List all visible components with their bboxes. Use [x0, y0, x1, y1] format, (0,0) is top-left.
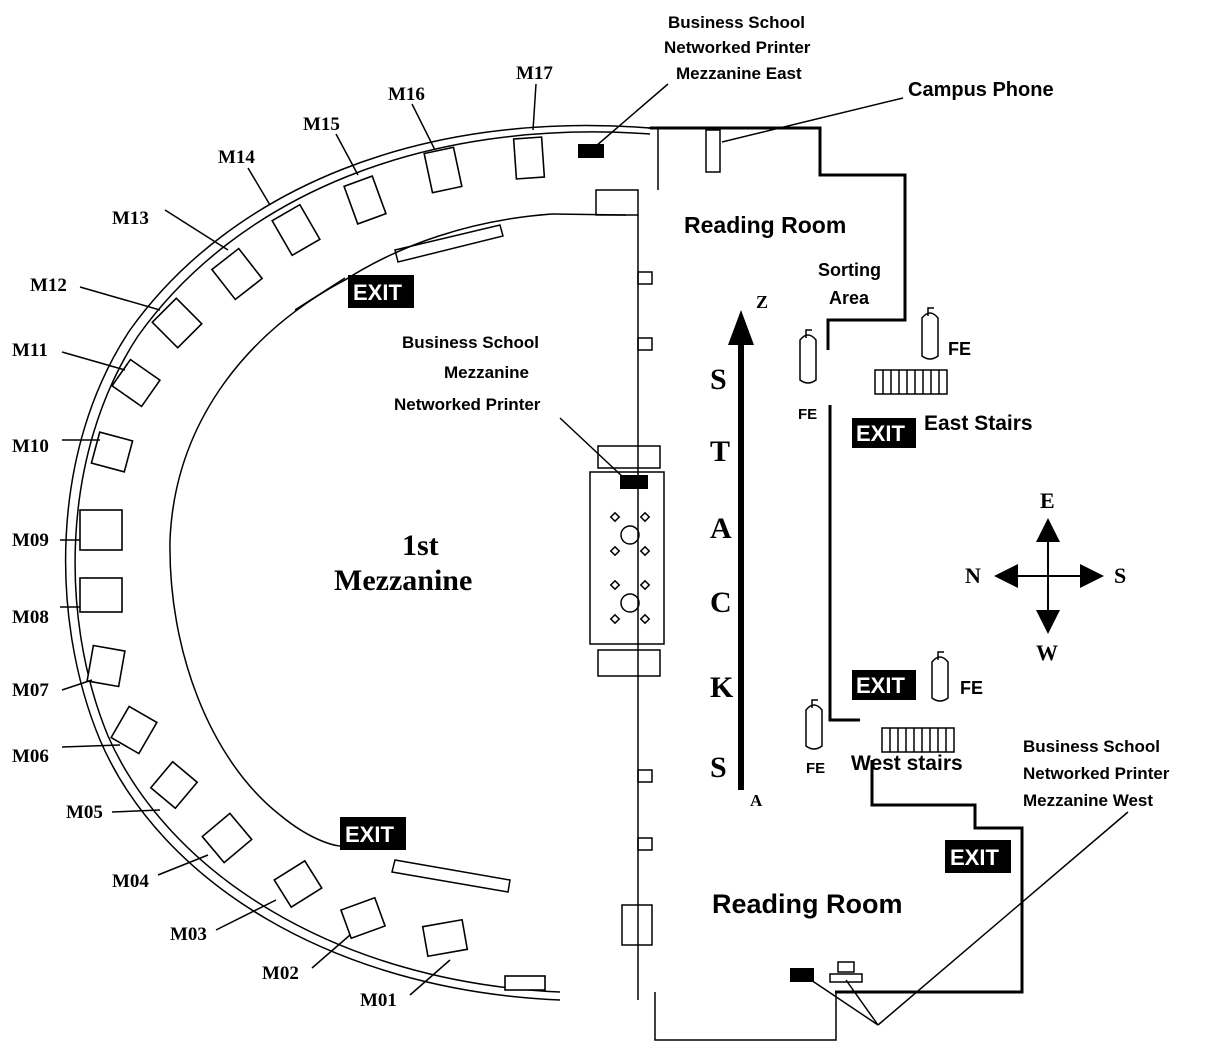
label-m02: M02 — [262, 963, 299, 984]
mezzanine-title-line1: 1st — [402, 529, 439, 562]
exit-sign-north: EXIT — [348, 275, 414, 308]
svg-text:Mezzanine West: Mezzanine West — [1023, 791, 1153, 810]
label-m13: M13 — [112, 208, 149, 229]
label-m15: M15 — [303, 114, 340, 135]
compass-south-label: S — [1114, 563, 1126, 588]
svg-text:Mezzanine: Mezzanine — [444, 363, 529, 382]
label-m10: M10 — [12, 436, 49, 457]
compass-east-arrow — [1036, 518, 1060, 542]
svg-text:Business School: Business School — [1023, 737, 1160, 756]
svg-text:Networked Printer: Networked Printer — [664, 38, 811, 57]
svg-text:Business School: Business School — [668, 13, 805, 32]
fire-extinguisher-icon — [799, 329, 817, 384]
computer-icon — [829, 961, 863, 983]
label-m11: M11 — [12, 340, 48, 361]
printer-east-label: Business School Networked Printer Mezzan… — [664, 13, 811, 83]
fe-label-3: FE — [960, 678, 983, 698]
reading-room-top-label: Reading Room — [684, 212, 846, 238]
seating-rows — [391, 224, 511, 893]
compass-north-arrow — [994, 564, 1018, 588]
exit-sign-reading-room: EXIT — [945, 840, 1011, 873]
stacks-label: S T A C K S — [710, 363, 734, 784]
printer-west-label: Business School Networked Printer Mezzan… — [1023, 737, 1170, 810]
svg-text:EXIT: EXIT — [950, 845, 999, 870]
workstation-desks — [79, 136, 546, 991]
fe-label-4: FE — [806, 760, 825, 777]
compass-west-label: W — [1036, 640, 1058, 665]
east-stairs-steps — [874, 369, 948, 395]
exit-sign-east-stairs: EXIT — [852, 418, 916, 448]
workstation-labels: M17 M16 M15 M14 M13 M12 M11 M10 M09 M08 … — [12, 63, 553, 1011]
label-m12: M12 — [30, 275, 67, 296]
svg-text:C: C — [710, 586, 732, 619]
label-m03: M03 — [170, 924, 207, 945]
compass-rose — [994, 518, 1104, 634]
printer-east-icon — [578, 144, 604, 158]
east-stairs-label: East Stairs — [924, 412, 1033, 435]
svg-text:EXIT: EXIT — [353, 280, 402, 305]
label-m01: M01 — [360, 990, 397, 1011]
label-m06: M06 — [12, 746, 49, 767]
svg-text:A: A — [710, 512, 732, 545]
svg-text:Networked Printer: Networked Printer — [1023, 764, 1170, 783]
svg-text:Mezzanine East: Mezzanine East — [676, 64, 802, 83]
stacks-arrow-top-label: Z — [756, 292, 768, 312]
sorting-area-label-line2: Area — [829, 288, 870, 308]
svg-text:EXIT: EXIT — [345, 822, 394, 847]
fire-extinguisher-icon — [931, 651, 949, 702]
svg-text:EXIT: EXIT — [856, 673, 905, 698]
compass-north-label: N — [965, 563, 981, 588]
inner-curved-wall — [169, 213, 553, 847]
label-m04: M04 — [112, 871, 149, 892]
printer-mezzanine-label: Business School Mezzanine Networked Prin… — [394, 333, 541, 414]
fe-label-1: FE — [798, 406, 817, 423]
mezzanine-title-line2: Mezzanine — [334, 564, 472, 597]
outer-curved-wall — [64, 124, 651, 1001]
compass-south-arrow — [1080, 564, 1104, 588]
label-m14: M14 — [218, 147, 255, 168]
fire-extinguisher-icon — [805, 699, 823, 750]
printer-mezzanine-leader — [559, 417, 625, 479]
west-stairs-steps — [881, 727, 955, 753]
svg-text:Networked Printer: Networked Printer — [394, 395, 541, 414]
exit-north-path — [294, 277, 346, 311]
compass-east-label: E — [1040, 488, 1055, 513]
west-stairs-label: West stairs — [851, 752, 963, 775]
printer-mezzanine-icon — [620, 475, 648, 489]
printer-east-leader — [595, 83, 669, 147]
compass-west-arrow — [1036, 610, 1060, 634]
exit-sign-south: EXIT — [340, 817, 406, 850]
svg-text:K: K — [710, 671, 734, 704]
stacks-arrow-bottom-label: A — [750, 791, 763, 810]
svg-text:T: T — [710, 435, 730, 468]
svg-text:S: S — [710, 751, 727, 784]
sorting-area-label-line1: Sorting — [818, 260, 881, 280]
fire-extinguisher-icon — [921, 307, 939, 360]
reading-room-bottom-label: Reading Room — [712, 889, 903, 919]
stacks-arrow — [728, 310, 754, 790]
label-m07: M07 — [12, 680, 49, 701]
printer-west-leader — [807, 811, 1129, 1026]
label-m16: M16 — [388, 84, 425, 105]
label-m08: M08 — [12, 607, 49, 628]
campus-phone-leader — [721, 97, 904, 143]
label-m17: M17 — [516, 63, 553, 84]
label-m09: M09 — [12, 530, 49, 551]
label-m05: M05 — [66, 802, 103, 823]
svg-text:S: S — [710, 363, 727, 396]
svg-text:EXIT: EXIT — [856, 421, 905, 446]
exit-sign-west-stairs: EXIT — [852, 670, 916, 700]
campus-phone-label: Campus Phone — [908, 79, 1054, 101]
fe-label-2: FE — [948, 339, 971, 359]
svg-text:Business School: Business School — [402, 333, 539, 352]
study-tables — [589, 271, 665, 946]
